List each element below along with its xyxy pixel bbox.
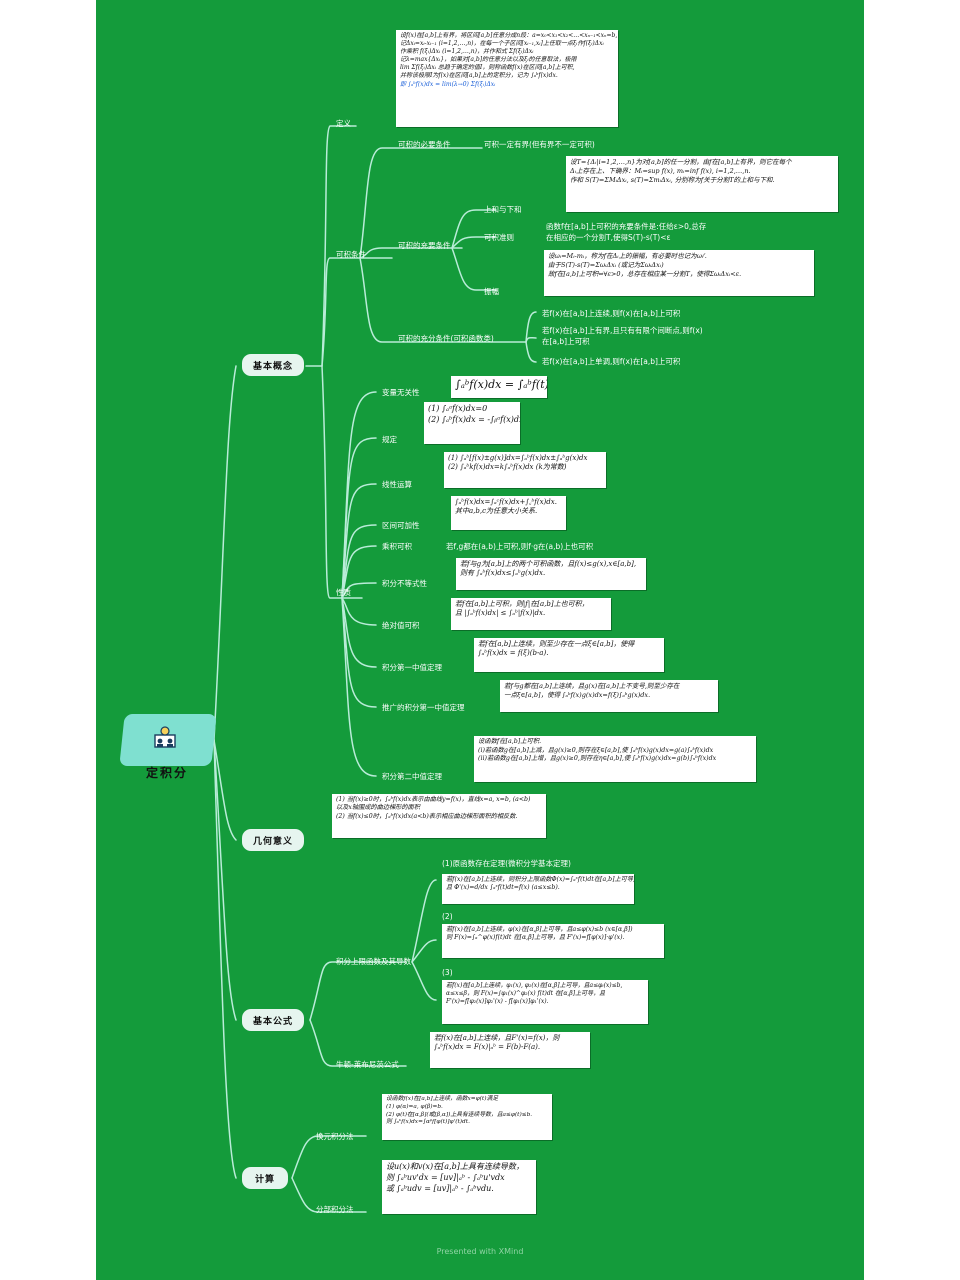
label-substitution[interactable]: 换元积分法	[316, 1132, 354, 1141]
label-first-mvt[interactable]: 积分第一中值定理	[382, 663, 442, 672]
label-upper-limit-function[interactable]: 积分上限函数及其导数	[336, 957, 411, 966]
branch-basic-concepts[interactable]: 基本概念	[242, 354, 304, 376]
card-newton-leibniz: 若f(x)在[a,b]上连续，且F'(x)=f(x)，则 ∫ₐᵇf(x)dx =…	[430, 1032, 590, 1068]
label-absolute-integrable[interactable]: 绝对值可积	[382, 621, 420, 630]
card-upper-limit-2: 若f(x)在[a,b]上连续，φ(x)在[α,β]上可导，且a≤φ(x)≤b (…	[442, 924, 664, 958]
card-convention: (1) ∫ₐᵃf(x)dx=0 (2) ∫ₐᵇf(x)dx = -∫ᵦᵃf(x)…	[424, 402, 520, 444]
label-oscillation[interactable]: 振幅	[484, 287, 499, 296]
card-variable-independence: ∫ₐᵇf(x)dx = ∫ₐᵇf(t)dt	[451, 376, 547, 398]
label-upper-lower-sum[interactable]: 上和与下和	[484, 205, 522, 214]
card-second-mvt: 设函数f在[a,b]上可积. (i)若函数g在[a,b]上减，且g(x)≥0,则…	[474, 736, 756, 782]
card-sufficient-bounded: 若f(x)在[a,b]上有界,且只有有限个间断点,则f(x) 在[a,b]上可积	[542, 326, 703, 346]
teacher-board-icon	[154, 726, 176, 748]
label-product-integrable[interactable]: 乘积可积	[382, 542, 412, 551]
card-absolute: 若f在[a,b]上可积，则|f|在[a,b]上也可积， 且 |∫ₐᵇf(x)dx…	[451, 598, 611, 630]
watermark: Presented with XMind	[436, 1247, 524, 1256]
label-properties[interactable]: 性质	[336, 588, 351, 597]
card-integration-by-parts: 设u(x)和v(x)在[a,b]上具有连续导数， 则 ∫ₐᵇuv'dx = [u…	[382, 1160, 536, 1214]
label-integrability-conditions[interactable]: 可积条件	[336, 250, 366, 259]
card-integrability-criterion: 函数f在[a,b]上可积的充要条件是:任给ε>0,总存 在相应的一个分割T,使得…	[546, 222, 707, 242]
card-upper-lower-sum: 设T={Δᵢ|i=1,2,…,n}为对[a,b]的任一分割，由f在[a,b]上有…	[566, 156, 838, 212]
card-sufficient-monotone: 若f(x)在[a,b]上单调,则f(x)在[a,b]上可积	[542, 357, 681, 366]
card-definition: 设f(x)在[a,b]上有界，将区间[a,b]任意分成n段：a=x₀<x₁<x₂…	[396, 30, 618, 127]
label-additivity[interactable]: 区间可加性	[382, 521, 420, 530]
label-definition[interactable]: 定义	[336, 119, 351, 128]
card-first-mvt: 若f在[a,b]上连续，则至少存在一点ξ∈[a,b]，使得 ∫ₐᵇf(x)dx …	[474, 638, 664, 672]
card-sufficient-continuous: 若f(x)在[a,b]上连续,则f(x)在[a,b]上可积	[542, 309, 681, 318]
branch-basic-formulas[interactable]: 基本公式	[242, 1009, 304, 1031]
card-generalized-first-mvt: 若f与g都在[a,b]上连续，且g(x)在[a,b]上不变号,则至少存在 一点ξ…	[500, 680, 718, 712]
card-linearity: (1) ∫ₐᵇ[f(x)±g(x)]dx=∫ₐᵇf(x)dx±∫ₐᵇg(x)dx…	[444, 452, 606, 488]
branch-geometric-meaning[interactable]: 几何意义	[242, 829, 304, 851]
card-inequality: 若f与g为[a,b]上的两个可积函数，且f(x)≤g(x),x∈[a,b], 则…	[456, 558, 646, 590]
card-geometric-meaning: (1) 当f(x)≥0时，∫ₐᵇf(x)dx表示由曲线y=f(x)，直线x=a,…	[332, 794, 546, 838]
label-variable-independence[interactable]: 变量无关性	[382, 388, 420, 397]
label-linearity[interactable]: 线性运算	[382, 480, 412, 489]
card-oscillation: 设ωᵢ=Mᵢ-mᵢ，称为f在Δᵢ上的振幅，有必要时也记为ωᵢᶠ. 由于S(T)-…	[544, 250, 814, 296]
label-integrability-criterion[interactable]: 可积准则	[484, 233, 514, 242]
branch-calculation[interactable]: 计算	[242, 1167, 288, 1189]
label-necessary-sufficient[interactable]: 可积的充要条件	[398, 241, 451, 250]
label-convention[interactable]: 规定	[382, 435, 397, 444]
label-product-note[interactable]: 若f,g都在(a,b)上可积,则f·g在(a,b)上也可积	[446, 542, 594, 551]
label-upper-limit-2: (2)	[442, 912, 453, 921]
mindmap-canvas: 定积分 基本概念 几何意义 基本公式 计算 定义 可积条件 可积的必要条件 可积…	[96, 0, 864, 1280]
label-upper-limit-3: (3)	[442, 968, 453, 977]
card-upper-limit-1: 若f(x)在[a,b]上连续，则积分上限函数Φ(x)=∫ₐˣf(t)dt在[a,…	[442, 874, 634, 904]
label-integration-by-parts[interactable]: 分部积分法	[316, 1205, 354, 1214]
card-upper-limit-3: 若f(x)在[a,b]上连续，φ₁(x), φ₂(x)在[α,β]上可导，且a≤…	[442, 980, 648, 1024]
label-bounded-note[interactable]: 可积一定有界(但有界不一定可积)	[484, 140, 595, 149]
label-generalized-first-mvt[interactable]: 推广的积分第一中值定理	[382, 703, 465, 712]
card-substitution: 设函数f(x)在[a,b]上连续，函数x=φ(t)满足 (1) φ(α)=a, …	[382, 1094, 552, 1140]
label-necessary-condition[interactable]: 可积的必要条件	[398, 140, 451, 149]
label-second-mvt[interactable]: 积分第二中值定理	[382, 772, 442, 781]
label-fundamental-theorem: (1)原函数存在定理(微积分学基本定理)	[442, 859, 571, 868]
label-inequality[interactable]: 积分不等式性	[382, 579, 427, 588]
card-additivity: ∫ₐᵇf(x)dx=∫ₐᶜf(x)dx+∫꜀ᵇf(x)dx. 其中a,b,c为任…	[451, 496, 566, 530]
label-newton-leibniz[interactable]: 牛顿-莱布尼茨公式	[336, 1060, 399, 1069]
root-title[interactable]: 定积分	[146, 766, 189, 780]
connector-lines	[213, 125, 537, 1213]
label-sufficient-condition[interactable]: 可积的充分条件(可积函数类)	[398, 334, 494, 343]
